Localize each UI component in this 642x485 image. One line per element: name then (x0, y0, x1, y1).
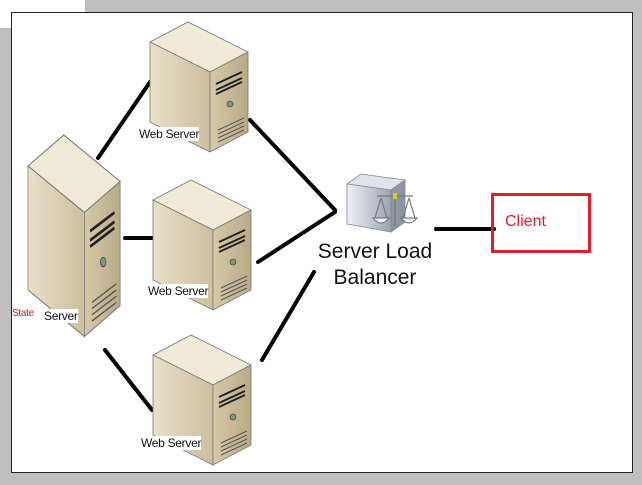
web-server-3-label: Web Server (141, 436, 202, 450)
edge-web2-lb (256, 210, 337, 264)
load-balancer-icon (345, 173, 419, 233)
load-balancer-label-line2: Balancer (333, 266, 417, 289)
edge-web3-lb (260, 270, 316, 362)
state-server-label: Server (44, 309, 78, 323)
web-server-1-label: Web Server (139, 127, 200, 141)
edge-state-web3 (103, 348, 154, 412)
edge-web1-lb (248, 118, 337, 212)
connection-lines (96, 80, 496, 412)
state-server-prefix: State (12, 308, 34, 319)
web-server-2-label: Web Server (148, 284, 209, 298)
client-label: Client (505, 213, 546, 230)
load-balancer-label-line1: Server Load (317, 240, 433, 263)
edge-state-web1 (96, 80, 152, 160)
client-node: Client (491, 193, 591, 253)
state-server-icon (26, 133, 122, 339)
